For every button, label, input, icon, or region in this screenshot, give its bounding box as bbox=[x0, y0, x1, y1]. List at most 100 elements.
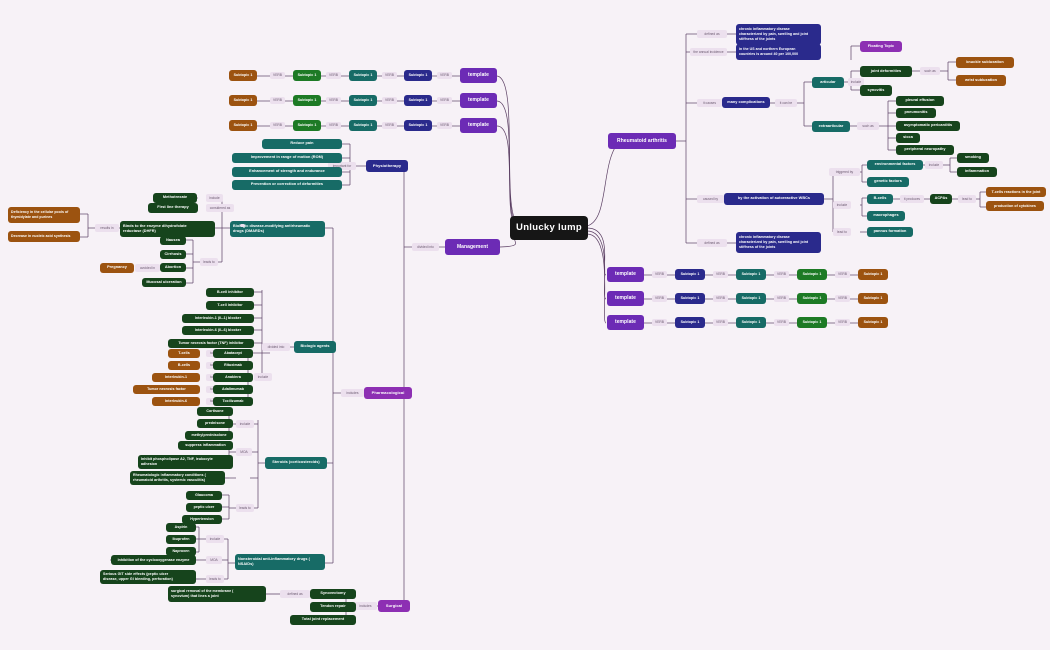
total-joint-replacement-node[interactable]: Total joint replacement bbox=[290, 615, 356, 625]
right-chain-2-node-1[interactable]: Subtopic 1 bbox=[675, 293, 705, 304]
b-cells-target-node[interactable]: B-cells bbox=[168, 361, 200, 370]
pannus-formation-node[interactable]: pannus formation bbox=[867, 227, 913, 237]
rheumatologic-conditions-node[interactable]: Rheumatologic inflammatory conditions ( … bbox=[130, 471, 225, 485]
tendon-repair-node[interactable]: Tendon repair bbox=[310, 602, 356, 612]
abatacept-node[interactable]: Abatacept bbox=[213, 349, 253, 358]
left-chain-3-node-3[interactable]: Subtopic 1 bbox=[349, 120, 377, 131]
physio-goal-3[interactable]: Enhancement of strength and endurance bbox=[232, 167, 342, 177]
inflammation-node[interactable]: inflammation bbox=[957, 167, 997, 177]
physio-goal-1[interactable]: Reduce pain bbox=[262, 139, 342, 149]
left-chain-3-node-2[interactable]: Subtopic 1 bbox=[293, 120, 321, 131]
ibuprofen-node[interactable]: Ibuprofen bbox=[166, 535, 196, 544]
synovectomy-node[interactable]: Synovectomy bbox=[310, 589, 356, 599]
autoreactive-wbcs-node[interactable]: by the activation of autoreactive WBCs bbox=[724, 193, 824, 205]
left-chain-3-node-1[interactable]: Subtopic 1 bbox=[229, 120, 257, 131]
il1-blocker-node[interactable]: Interleukin-1 (IL-1) blocker bbox=[182, 314, 254, 323]
root-node[interactable]: Unlucky lump bbox=[510, 216, 588, 240]
adalimumab-node[interactable]: Adalimumab bbox=[213, 385, 253, 394]
git-side-effects-node[interactable]: Serious GIT side effects (peptic ulcer d… bbox=[100, 570, 196, 584]
peripheral-neuropathy-node[interactable]: peripheral neuropathy bbox=[896, 145, 954, 155]
right-chain-1-node-2[interactable]: Subtopic 1 bbox=[736, 269, 766, 280]
left-chain-1-node-1[interactable]: Subtopic 1 bbox=[229, 70, 257, 81]
left-chain-2-node-3[interactable]: Subtopic 1 bbox=[349, 95, 377, 106]
methylprednisolone-node[interactable]: methylprednisolone bbox=[185, 431, 233, 440]
production-of-cytokines-node[interactable]: production of cytokines bbox=[986, 201, 1044, 211]
left-chain-2-node-1[interactable]: Subtopic 1 bbox=[229, 95, 257, 106]
left-chain-2-template[interactable]: template bbox=[460, 93, 497, 108]
wrist-subluxation-node[interactable]: wrist subluxation bbox=[956, 75, 1006, 86]
knuckle-subluxation-node[interactable]: knuckle subluxation bbox=[956, 57, 1014, 68]
rheumatoid-definition-2[interactable]: chronic inflammatory disease characteriz… bbox=[736, 232, 821, 253]
b-cell-inhibitor-node[interactable]: B-cell inhibitor bbox=[206, 288, 254, 297]
first-line-therapy-node[interactable]: First line therapy bbox=[148, 203, 198, 213]
left-chain-1-node-4[interactable]: Subtopic 1 bbox=[404, 70, 432, 81]
right-chain-2-template[interactable]: template bbox=[607, 291, 644, 306]
right-chain-1-node-1[interactable]: Subtopic 1 bbox=[675, 269, 705, 280]
macrophages-node[interactable]: macrophages bbox=[867, 211, 905, 221]
pneumonitis-node[interactable]: pneumonitis bbox=[896, 108, 936, 118]
extraarticular-node[interactable]: extraarticular bbox=[812, 121, 850, 132]
rituximab-node[interactable]: Rituximab bbox=[213, 361, 253, 370]
thymidylate-deficiency-node[interactable]: Deficiency in the cellular pools of thym… bbox=[8, 207, 80, 223]
synovitis-node[interactable]: synovitis bbox=[860, 85, 892, 96]
il6-blocker-node[interactable]: Interleukin-6 (IL-6) blocker bbox=[182, 326, 254, 335]
mucosal-ulceration-node[interactable]: Mucosal ulceration bbox=[142, 278, 186, 287]
rheumatoid-definition[interactable]: chronic inflammatory disease characteriz… bbox=[736, 24, 821, 45]
cortisone-node[interactable]: Cortisone bbox=[197, 407, 233, 416]
right-chain-3-template[interactable]: template bbox=[607, 315, 644, 330]
hypertension-node[interactable]: Hypertension bbox=[182, 515, 222, 524]
environmental-factors-node[interactable]: environmental factors bbox=[867, 160, 923, 170]
physio-goal-2[interactable]: Improvement in range of motion (ROM) bbox=[232, 153, 342, 163]
left-chain-3-node-4[interactable]: Subtopic 1 bbox=[404, 120, 432, 131]
b-cells-node[interactable]: B-cells bbox=[867, 194, 893, 204]
pharmacological-node[interactable]: Pharmacological bbox=[364, 387, 412, 399]
cox-inhibition-node[interactable]: Inhibition of the cyclooxygenase enzyme bbox=[111, 555, 196, 565]
interleukin-1-target-node[interactable]: Interleukin-1 bbox=[152, 373, 200, 382]
surgical-node[interactable]: Surgical bbox=[378, 600, 410, 612]
right-chain-1-node-3[interactable]: Subtopic 1 bbox=[797, 269, 827, 280]
right-chain-3-node-1[interactable]: Subtopic 1 bbox=[675, 317, 705, 328]
floating-topic-node[interactable]: Floating Topic bbox=[860, 41, 902, 52]
right-chain-1-template[interactable]: template bbox=[607, 267, 644, 282]
peptic-ulcer-node[interactable]: peptic ulcer bbox=[186, 503, 222, 512]
articular-node[interactable]: articular bbox=[812, 77, 844, 88]
methotrexate-node[interactable]: Methotrexate bbox=[153, 193, 197, 203]
right-chain-2-node-2[interactable]: Subtopic 1 bbox=[736, 293, 766, 304]
synovectomy-definition-node[interactable]: surgical removal of the membrane ( synov… bbox=[168, 586, 266, 602]
abortion-node[interactable]: Abortion bbox=[160, 263, 186, 272]
rheumatoid-incidence[interactable]: in the US and northern European countrie… bbox=[736, 44, 821, 60]
suppress-inflammation-node[interactable]: suppress inflammation bbox=[178, 441, 233, 450]
pregnancy-node[interactable]: Pregnancy bbox=[100, 263, 134, 273]
tnf-inhibitor-node[interactable]: Tumor necrosis factor (TNF) inhibitor bbox=[168, 339, 254, 348]
aspirin-node[interactable]: Aspirin bbox=[166, 523, 196, 532]
joint-deformities-node[interactable]: joint deformities bbox=[860, 66, 912, 77]
acpas-node[interactable]: ACPAs bbox=[930, 194, 952, 204]
left-chain-2-node-2[interactable]: Subtopic 1 bbox=[293, 95, 321, 106]
pleural-effusion-node[interactable]: pleural effusion bbox=[896, 96, 944, 106]
prednisone-node[interactable]: prednisone bbox=[197, 419, 233, 428]
left-chain-1-template[interactable]: template bbox=[460, 68, 497, 83]
glaucoma-node[interactable]: Glaucoma bbox=[186, 491, 222, 500]
t-cells-target-node[interactable]: T-cells bbox=[168, 349, 200, 358]
left-chain-3-template[interactable]: template bbox=[460, 118, 497, 133]
genetic-factors-node[interactable]: genetic factors bbox=[867, 177, 909, 187]
right-chain-3-node-4[interactable]: Subtopic 1 bbox=[858, 317, 888, 328]
naproxen-node[interactable]: Naproxen bbox=[166, 547, 196, 556]
cirrhosis-node[interactable]: Cirrhosis bbox=[160, 250, 186, 259]
left-chain-1-node-3[interactable]: Subtopic 1 bbox=[349, 70, 377, 81]
management-node[interactable]: Management bbox=[445, 239, 500, 255]
nucleic-acid-decrease-node[interactable]: Decrease in nucleic acid synthesis bbox=[8, 231, 80, 242]
t-cell-inhibitor-node[interactable]: T-cell inhibitor bbox=[206, 301, 254, 310]
sicca-node[interactable]: sicca bbox=[896, 133, 920, 143]
left-chain-2-node-4[interactable]: Subtopic 1 bbox=[404, 95, 432, 106]
nausea-node[interactable]: Nausea bbox=[160, 236, 186, 245]
right-chain-1-node-4[interactable]: Subtopic 1 bbox=[858, 269, 888, 280]
right-chain-2-node-4[interactable]: Subtopic 1 bbox=[858, 293, 888, 304]
tocilizumab-node[interactable]: Tocilizumab bbox=[213, 397, 253, 406]
rheumatoid-arthritis-node[interactable]: Rheumatoid arthritis bbox=[608, 133, 676, 149]
anakinra-node[interactable]: Anakinra bbox=[213, 373, 253, 382]
tnf-target-node[interactable]: Tumor necrosis factor bbox=[133, 385, 200, 394]
physio-goal-4[interactable]: Prevention or correction of deformities bbox=[232, 180, 342, 190]
biologic-agents-node[interactable]: Biologic agents bbox=[294, 341, 336, 353]
asymptomatic-pericarditis-node[interactable]: asymptomatic pericarditis bbox=[896, 121, 960, 131]
